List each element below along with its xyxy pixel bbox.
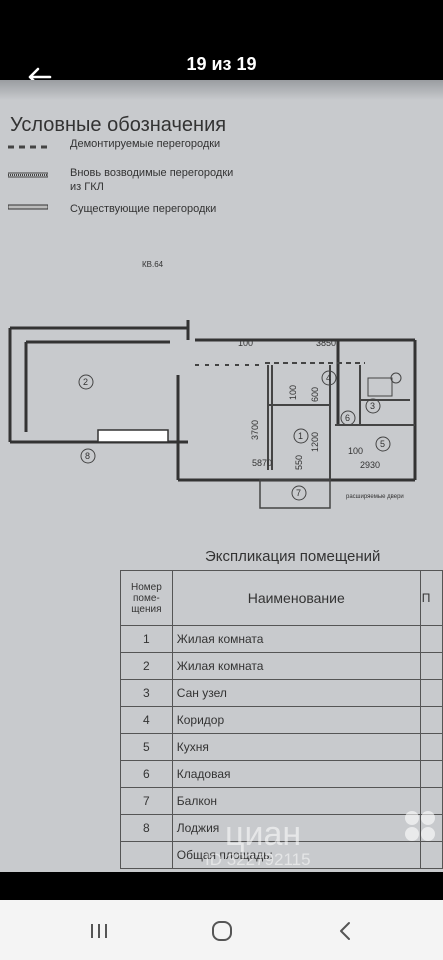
- watermark-id: ID 322792115: [205, 850, 311, 869]
- dimension-label: 2930: [360, 460, 380, 470]
- new-partition-symbol: [8, 172, 48, 178]
- row-number: 1: [120, 625, 173, 653]
- watermark-brand: циан: [225, 815, 302, 853]
- back-nav-icon[interactable]: [333, 918, 359, 944]
- table-row: Общая площадь:: [120, 841, 443, 869]
- plan-note: расширяемые двери: [346, 494, 404, 500]
- room-number: 4: [326, 373, 331, 383]
- header-name: Наименование: [171, 570, 421, 626]
- system-navigation-bar: [0, 900, 443, 960]
- row-number: [120, 841, 173, 869]
- legend-item-existing: Существующие перегородки: [70, 203, 217, 215]
- apartment-label: КВ.64: [142, 260, 164, 269]
- header-number: Номер поме- щения: [120, 570, 173, 626]
- room-number: 2: [83, 377, 88, 387]
- bathtub: [367, 377, 393, 397]
- row-number: 4: [120, 706, 173, 734]
- row-number: 6: [120, 760, 173, 788]
- legend-item-demolished: Демонтируемые перегородки: [70, 138, 221, 150]
- legend-item-new: Вновь возводимые перегородки из ГКЛ: [70, 167, 234, 193]
- room-number: 6: [345, 413, 350, 423]
- table-header-row: Номер поме- щения Наименование П: [120, 570, 443, 626]
- header-area: П: [419, 570, 443, 626]
- row-number: 2: [120, 652, 173, 680]
- floor-plan-photo: Условные обозначения Демонтируемые перег…: [0, 80, 443, 872]
- row-name: Жилая комната: [171, 625, 421, 653]
- home-icon[interactable]: [209, 918, 235, 944]
- exterior-walls: [8, 320, 417, 482]
- row-number: 5: [120, 733, 173, 761]
- row-number: 8: [120, 814, 173, 842]
- recent-apps-icon[interactable]: [86, 918, 112, 944]
- row-name: Жилая комната: [171, 652, 421, 680]
- row-number: 3: [120, 679, 173, 707]
- dimension-label: 100: [348, 446, 363, 456]
- row-name: Общая площадь:: [171, 841, 421, 869]
- room-number: 1: [298, 431, 303, 441]
- floor-plan-drawing: 100 3850 3700 100 600 1200 550 100 2930 …: [8, 320, 417, 509]
- toilet: [390, 372, 402, 384]
- explication-title: Экспликация помещений: [205, 548, 381, 565]
- row-number: 7: [120, 787, 173, 815]
- dimension-label: 3700: [250, 420, 260, 440]
- cian-logo-icon: [405, 811, 435, 841]
- row-name: Сан узел: [171, 679, 421, 707]
- dimension-label: 550: [294, 455, 304, 470]
- loggia-window: [97, 429, 169, 443]
- room-number: 7: [296, 488, 301, 498]
- dimension-label: 1200: [310, 432, 320, 452]
- row-name: Балкон: [171, 787, 421, 815]
- interior-partitions: [195, 362, 415, 480]
- image-counter: 19 из 19: [186, 54, 257, 74]
- existing-partition-symbol: [8, 204, 48, 210]
- row-name: Кладовая: [171, 760, 421, 788]
- room-number: 8: [85, 451, 90, 461]
- row-name: Лоджия: [171, 814, 421, 842]
- dimension-label: 100: [238, 338, 253, 348]
- row-name: Коридор: [171, 706, 421, 734]
- legend-title: Условные обозначения: [10, 114, 227, 136]
- balcony-outline: [259, 479, 331, 509]
- room-number: 3: [370, 401, 375, 411]
- dimension-label: 3850: [316, 338, 336, 348]
- dimension-label: 100: [288, 385, 298, 400]
- room-number: 5: [380, 439, 385, 449]
- demolished-partition-symbol: [8, 145, 48, 149]
- dimension-label: 5870: [252, 458, 272, 468]
- row-name: Кухня: [171, 733, 421, 761]
- dimension-label: 600: [310, 387, 320, 402]
